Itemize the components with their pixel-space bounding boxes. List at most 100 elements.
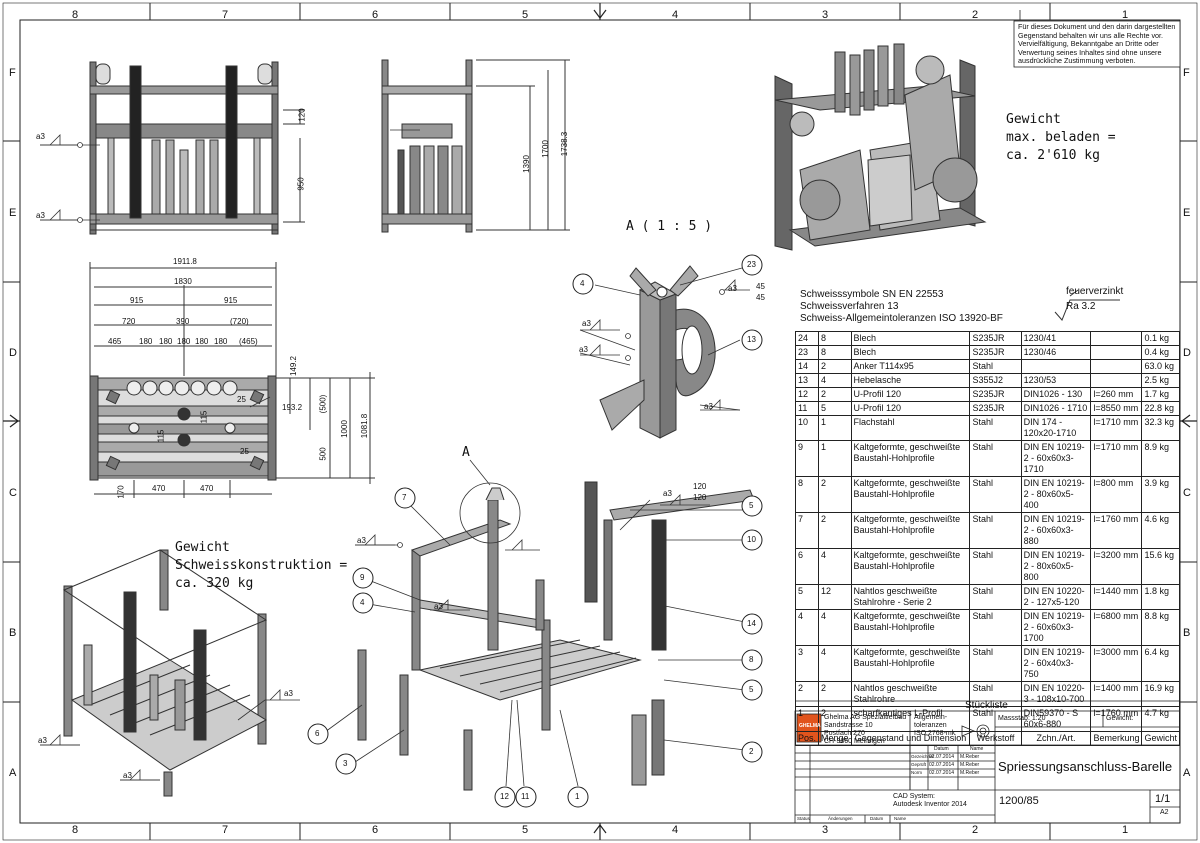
- drawn-name: M.Reber: [960, 754, 980, 760]
- weld-120-upper: 120: [693, 482, 707, 491]
- col-label-3: 3: [822, 9, 829, 21]
- balloon-11: 11: [521, 792, 530, 801]
- cell-desc: Nahtlos geschweißte Stahlrohre: [850, 681, 971, 707]
- weld-45-lower: 45: [756, 293, 765, 302]
- row-label-f: F: [9, 67, 16, 79]
- dim-170: 170: [116, 485, 126, 499]
- header-norm: Zchn./Art.: [1020, 731, 1092, 746]
- balloon-2: 2: [749, 747, 754, 756]
- cell-qty: 4: [818, 645, 852, 682]
- cell-len: [1090, 359, 1143, 374]
- company-pobox: Postfach 270: [824, 730, 865, 737]
- weld-a3-6: a3: [663, 489, 672, 498]
- col-label-2: 2: [972, 9, 979, 21]
- cell-qty: 12: [818, 584, 852, 610]
- cell-weight: 4.7 kg: [1141, 706, 1180, 732]
- header-qty: Menge: [818, 731, 852, 746]
- cell-norm: DIN1026 - 130: [1020, 387, 1092, 402]
- cell-desc: Anker T114x95: [850, 359, 971, 374]
- cell-desc: Kaltgeformte, geschweißte Baustahl-Hohlp…: [850, 645, 971, 682]
- cell-len: l=1760 mm: [1090, 512, 1143, 549]
- dim-1081: 1081.8: [360, 413, 370, 439]
- cell-mat: Stahl: [969, 440, 1022, 477]
- dim-390: 390: [176, 317, 190, 326]
- dim-180-1: 180: [139, 337, 153, 346]
- weight-welded-desc: Schweisskonstruktion =: [175, 558, 348, 573]
- cell-len: l=260 mm: [1090, 387, 1143, 402]
- weld-symbol-marks: [40, 134, 750, 781]
- col-label-6: 6: [372, 9, 379, 21]
- checked-name: M.Reber: [960, 762, 980, 768]
- cell-weight: 63.0 kg: [1141, 359, 1180, 374]
- cell-norm: 1230/41: [1020, 331, 1092, 346]
- surface-finish: feuerverzinkt: [1066, 286, 1124, 297]
- cell-mat: Stahl: [969, 415, 1022, 441]
- cell-pos: 2: [794, 681, 820, 707]
- detail-a-label: A ( 1 : 5 ): [626, 219, 713, 234]
- weld-notes-line1: Schweisssymbole SN EN 22553: [800, 289, 944, 300]
- dim-115-a: 115: [156, 429, 166, 443]
- cell-len: [1090, 373, 1143, 388]
- cell-len: l=6800 mm: [1090, 609, 1143, 646]
- col-label-6-bottom: 6: [372, 824, 379, 836]
- cell-desc: Kaltgeformte, geschweißte Baustahl-Hohlp…: [850, 609, 971, 646]
- balloon-7: 7: [402, 493, 407, 502]
- weld-120-lower: 120: [693, 493, 707, 502]
- cell-weight: 0.1 kg: [1141, 331, 1180, 346]
- footer-status: Status: [797, 816, 810, 821]
- weight-label: Gewicht:: [1106, 715, 1134, 722]
- weld-a3-1: a3: [36, 132, 45, 141]
- cell-desc: Blech: [850, 345, 971, 360]
- weld-a3-8: a3: [38, 736, 47, 745]
- dim-1911: 1911.8: [173, 257, 197, 266]
- dim-115-b: 115: [199, 410, 209, 424]
- cell-len: l=800 mm: [1090, 476, 1143, 513]
- cell-qty: 2: [818, 681, 852, 707]
- weld-a3-11: a3: [434, 602, 443, 611]
- row-label-b: B: [9, 627, 17, 639]
- weight-loaded-desc: max. beladen =: [1006, 130, 1116, 145]
- front-view: [89, 61, 305, 235]
- cell-pos: 10: [794, 415, 820, 441]
- detail-a-view: [599, 265, 716, 439]
- dim-193: 193.2: [282, 403, 303, 412]
- drawing-title: Spriessungsanschluss-Barelle: [998, 759, 1173, 774]
- header-weight: Gewicht: [1141, 731, 1180, 746]
- side-view: [381, 59, 570, 233]
- roughness-symbol: [1054, 289, 1120, 321]
- cell-norm: 1230/46: [1020, 345, 1092, 360]
- cell-len: l=1710 mm: [1090, 440, 1143, 477]
- cell-mat: Stahl: [969, 359, 1022, 374]
- cell-weight: 1.8 kg: [1141, 584, 1180, 610]
- col-label-4: 4: [672, 9, 679, 21]
- cell-qty: 2: [818, 512, 852, 549]
- col-label-8-bottom: 8: [72, 824, 79, 836]
- row-label-c-right: C: [1183, 487, 1191, 499]
- cell-weight: 3.9 kg: [1141, 476, 1180, 513]
- weld-a3-7: a3: [357, 536, 366, 545]
- cell-norm: DIN EN 10219-2 - 60x60x3-880: [1020, 512, 1092, 549]
- cell-pos: 1: [794, 706, 820, 732]
- col-label-7-bottom: 7: [222, 824, 229, 836]
- cell-desc: Hebelasche: [850, 373, 971, 388]
- row-label-e-right: E: [1183, 207, 1191, 219]
- cell-mat: Stahl: [969, 476, 1022, 513]
- cell-norm: 1230/53: [1020, 373, 1092, 388]
- cell-desc: Kaltgeformte, geschweißte Baustahl-Hohlp…: [850, 512, 971, 549]
- dim-1700: 1700: [540, 140, 550, 158]
- cell-mat: Stahl: [969, 512, 1022, 549]
- weld-a3-4: a3: [579, 345, 588, 354]
- cell-pos: 23: [794, 345, 820, 360]
- dim-1000: 1000: [339, 420, 349, 438]
- row-label-a: A: [9, 767, 17, 779]
- cad-system-name: Autodesk Inventor 2014: [893, 801, 967, 808]
- cell-pos: 24: [794, 331, 820, 346]
- cell-len: l=8550 mm: [1090, 401, 1143, 416]
- company-city: CH-3860 Meiringen: [824, 738, 885, 745]
- checked-date: 02.07.2014: [929, 762, 955, 768]
